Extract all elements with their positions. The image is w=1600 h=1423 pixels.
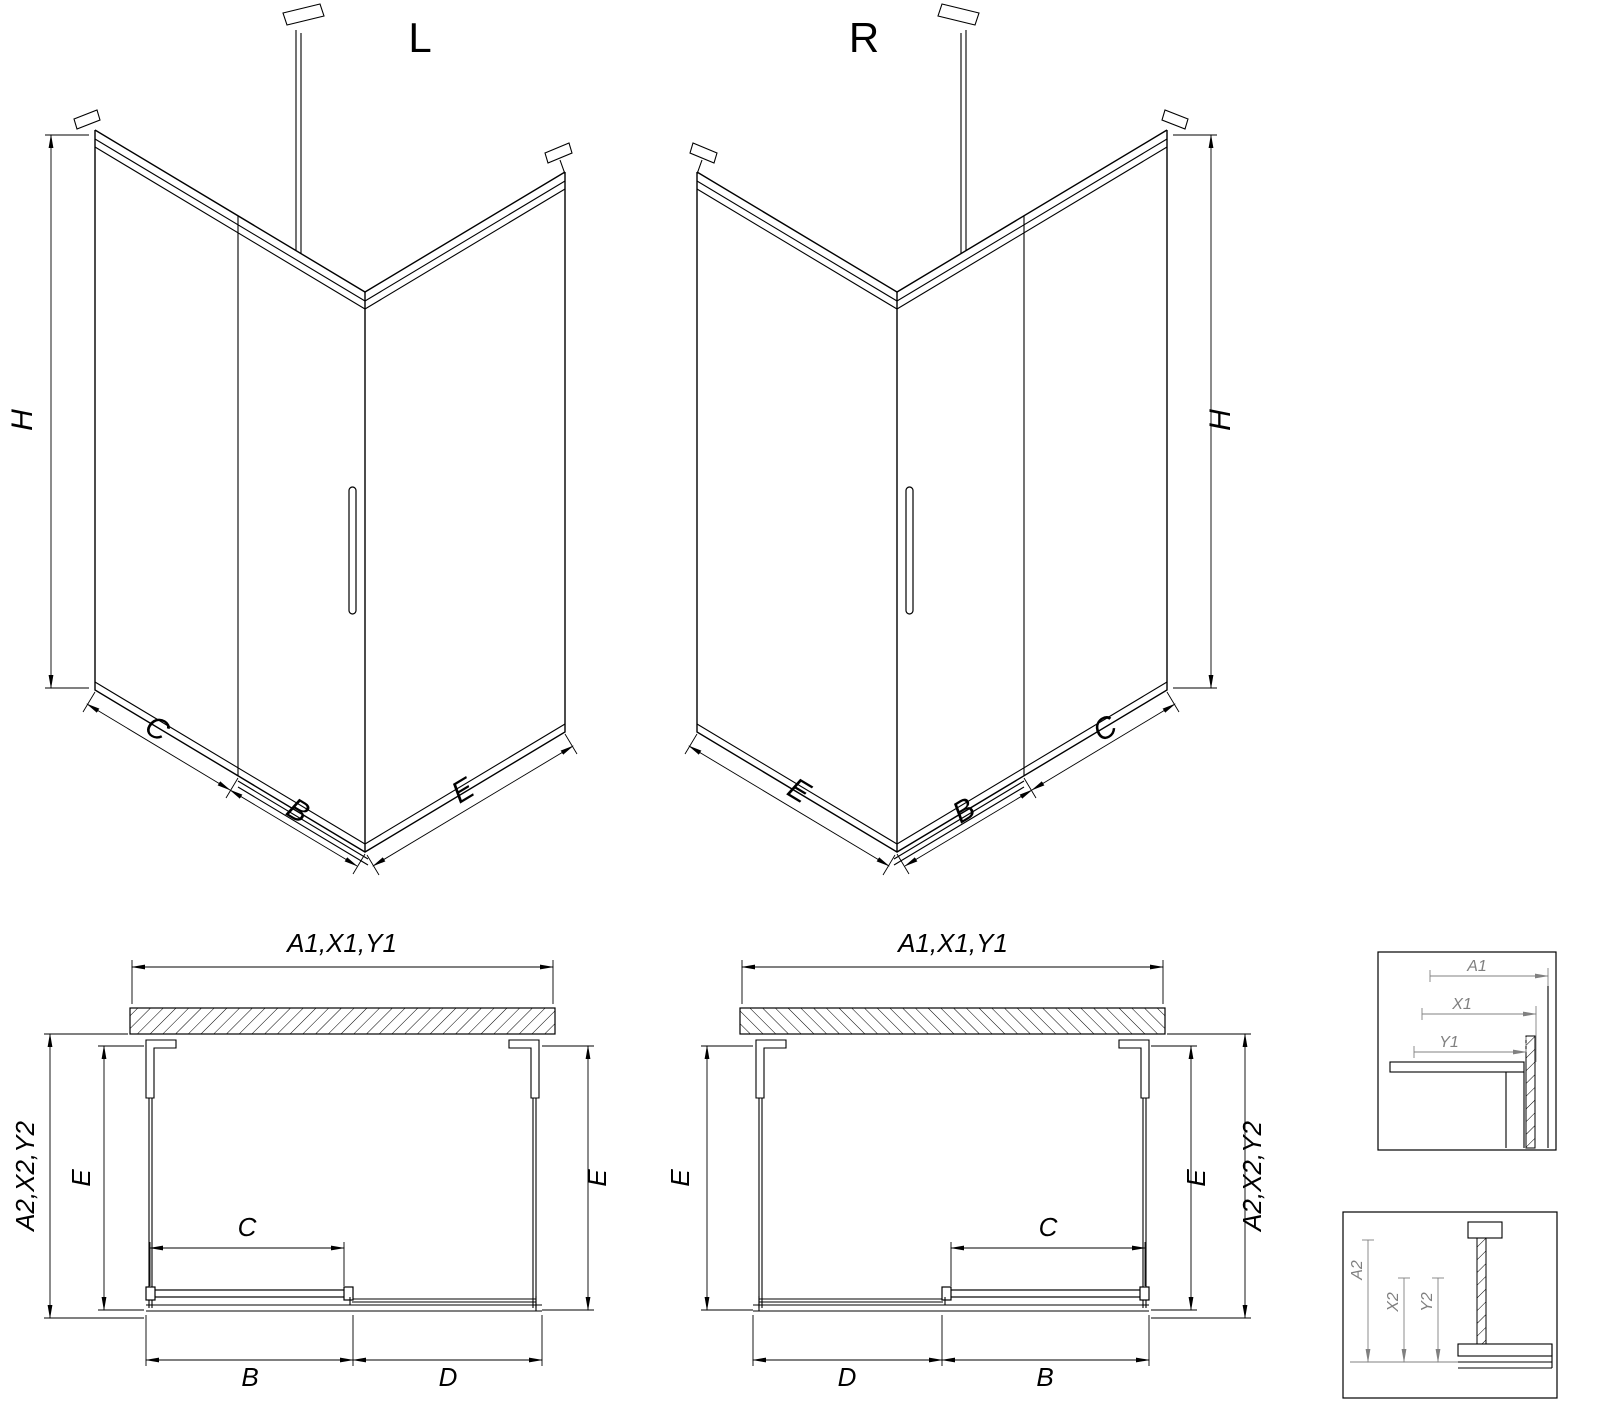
dim-label-height-left: H	[6, 409, 39, 431]
detail-top-geometry	[1389, 986, 1549, 1149]
dim-label-height-right: H	[1204, 409, 1237, 431]
iso-view-left	[45, 4, 577, 875]
iso-view-right	[685, 4, 1217, 875]
plan-d-left: D	[439, 1362, 458, 1392]
plan-width-group-left: A1,X1,Y1	[285, 928, 397, 958]
detail-label-y2: Y2	[1419, 1292, 1436, 1312]
detail-top-dimensions	[1413, 968, 1549, 1062]
detail-label-x1: X1	[1451, 996, 1472, 1013]
detail-label-y1: Y1	[1439, 1034, 1459, 1051]
plan-e-left-1: E	[66, 1169, 96, 1187]
plan-e-right-2: E	[1181, 1169, 1211, 1187]
plan-d-right: D	[838, 1362, 857, 1392]
detail-bottom-geometry	[1457, 1221, 1553, 1369]
detail-top-profile: A1 X1 Y1	[1377, 951, 1557, 1151]
dim-label-c-right: C	[1087, 709, 1123, 749]
plan-e-right-1: E	[665, 1169, 695, 1187]
plan-view-left	[44, 960, 594, 1366]
glass-section-top-detail	[1525, 1035, 1536, 1149]
detail-bottom-border	[1342, 1211, 1558, 1399]
detail-label-x2: X2	[1385, 1292, 1402, 1313]
glass-section-bottom-detail	[1476, 1237, 1487, 1345]
variant-label-right: R	[849, 14, 879, 61]
detail-top-border	[1377, 951, 1557, 1151]
plan-width-group-right: A1,X1,Y1	[896, 928, 1008, 958]
plan-c-right: C	[1039, 1212, 1058, 1242]
plan-c-left: C	[238, 1212, 257, 1242]
plan-depth-group-left: A2,X2,Y2	[10, 1121, 40, 1233]
detail-bottom-profile: A2 X2 Y2	[1342, 1211, 1558, 1399]
dim-label-c-left: C	[139, 709, 175, 749]
detail-label-a1: A1	[1466, 958, 1487, 975]
plan-b-left: B	[241, 1362, 258, 1392]
plan-b-right: B	[1036, 1362, 1053, 1392]
plan-view-right	[701, 960, 1251, 1366]
plan-depth-group-right: A2,X2,Y2	[1237, 1121, 1267, 1233]
detail-bottom-dimensions	[1350, 1239, 1458, 1363]
plan-e-left-2: E	[582, 1169, 612, 1187]
variant-label-left: L	[408, 14, 431, 61]
detail-label-a2: A2	[1349, 1260, 1366, 1281]
